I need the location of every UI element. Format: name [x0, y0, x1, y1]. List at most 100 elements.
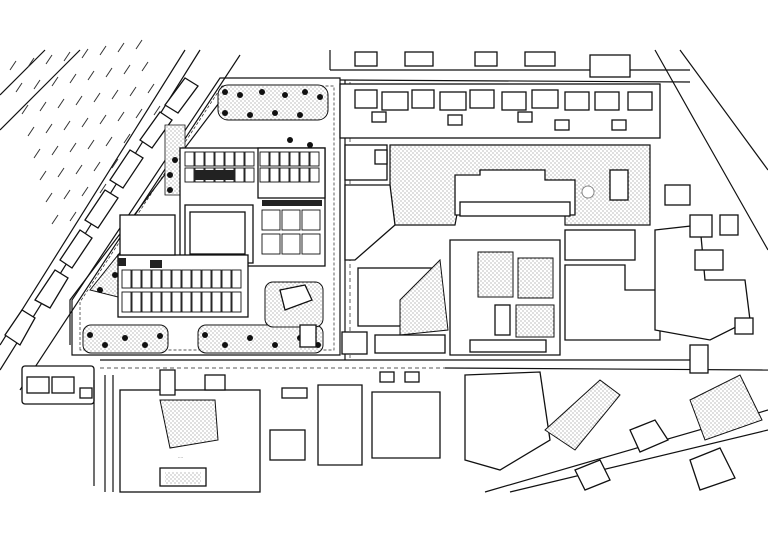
- parking-stall: [63, 51, 71, 62]
- parking-stall: [111, 158, 119, 169]
- room: [234, 151, 245, 167]
- tree: [272, 110, 278, 116]
- parking-stall: [9, 60, 17, 71]
- room: [151, 269, 162, 289]
- parking-stall: [51, 145, 59, 156]
- parking-stall: [153, 105, 161, 116]
- parking-stall: [117, 42, 125, 53]
- parking-stall: [69, 142, 77, 153]
- parking-stall: [135, 108, 143, 119]
- room: [121, 269, 132, 289]
- tree: [297, 112, 303, 118]
- tree: [102, 342, 108, 348]
- tiny-label: ....: [178, 454, 183, 459]
- room: [269, 167, 280, 183]
- tree: [222, 342, 228, 348]
- tree: [87, 332, 93, 338]
- parking-stall: [111, 89, 119, 100]
- room: [211, 269, 222, 289]
- parking-stall: [51, 76, 59, 87]
- room: [161, 269, 172, 289]
- room-layout: [118, 151, 322, 313]
- utility-building: [21, 365, 95, 486]
- room: [131, 291, 142, 313]
- tree: [237, 92, 243, 98]
- parking-stall: [33, 79, 41, 90]
- parking-stall: [27, 57, 35, 68]
- parking-stalls: [9, 39, 167, 225]
- tree: [122, 335, 128, 341]
- parking-stall: [87, 139, 95, 150]
- parking-stall: [75, 164, 83, 175]
- parking-stall: [105, 136, 113, 147]
- room: [141, 269, 152, 289]
- parking-stall: [33, 148, 41, 159]
- room: [259, 167, 270, 183]
- room: [141, 291, 152, 313]
- tree: [307, 142, 313, 148]
- stair: [150, 260, 162, 268]
- room: [309, 151, 320, 167]
- stair: [118, 258, 126, 266]
- parking-stall: [81, 48, 89, 59]
- parking-stall: [123, 133, 131, 144]
- tree: [172, 157, 178, 163]
- north-residences: [339, 51, 661, 139]
- tree: [112, 272, 118, 278]
- room: [299, 167, 310, 183]
- parking-stall: [117, 111, 125, 122]
- room: [221, 291, 232, 313]
- tree: [287, 137, 293, 143]
- room: [234, 167, 245, 183]
- parking-stall: [45, 192, 53, 203]
- parking-stall: [45, 123, 53, 134]
- parking-stall: [141, 61, 149, 72]
- room: [259, 151, 270, 167]
- room: [151, 291, 162, 313]
- room: [281, 209, 301, 231]
- room: [211, 291, 222, 313]
- room: [204, 151, 215, 167]
- tree: [167, 172, 173, 178]
- parking-stall: [135, 39, 143, 50]
- room: [289, 167, 300, 183]
- trees: [87, 89, 323, 348]
- tree: [222, 110, 228, 116]
- room: [161, 291, 172, 313]
- parking-stall: [99, 114, 107, 125]
- room: [244, 167, 255, 183]
- tree: [272, 342, 278, 348]
- tree: [247, 112, 253, 118]
- room: [261, 233, 281, 255]
- room: [279, 167, 290, 183]
- parking-stall: [99, 183, 107, 194]
- parking-stall: [129, 86, 137, 97]
- room: [221, 269, 232, 289]
- tree: [142, 342, 148, 348]
- rail-side-buildings: [4, 77, 199, 346]
- core: [195, 170, 235, 180]
- room: [181, 291, 192, 313]
- parking-stall: [105, 67, 113, 78]
- room: [201, 291, 212, 313]
- room: [121, 291, 132, 313]
- room: [244, 151, 255, 167]
- tree: [317, 94, 323, 100]
- room: [214, 151, 225, 167]
- room: [171, 269, 182, 289]
- room: [201, 269, 212, 289]
- parking-stall: [57, 98, 65, 109]
- parking-stall: [123, 64, 131, 75]
- room: [279, 151, 290, 167]
- room: [191, 291, 202, 313]
- tree: [222, 89, 228, 95]
- tree: [97, 287, 103, 293]
- room: [289, 151, 300, 167]
- room: [299, 151, 310, 167]
- parking-stall: [93, 161, 101, 172]
- mid-east-buildings: [341, 184, 754, 374]
- parking-stall: [81, 117, 89, 128]
- parking-stall: [147, 83, 155, 94]
- room: [301, 209, 321, 231]
- parking-stall: [45, 54, 53, 65]
